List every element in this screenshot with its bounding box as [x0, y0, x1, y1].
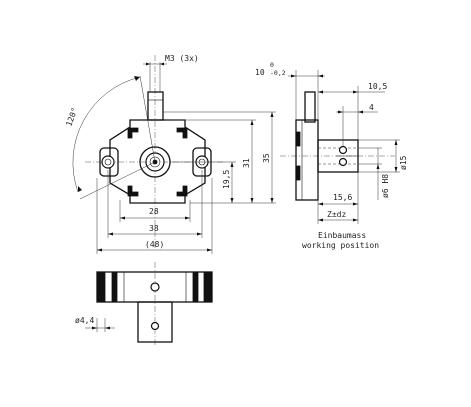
tolerance-lower: -0,2 — [270, 69, 286, 77]
dim-48-label: (48) — [145, 240, 164, 249]
corner-slot-tr — [176, 127, 188, 139]
set-screw-hole — [338, 145, 348, 155]
dim-15-6-label: 15,6 — [333, 193, 352, 202]
dim-38-label: 38 — [149, 224, 159, 233]
left-mount-hole — [101, 155, 115, 169]
dia-6-label: ø6 H8 — [381, 174, 390, 198]
dia-15-label: ø15 — [399, 155, 408, 170]
dim-28-label: 28 — [149, 207, 159, 216]
note-einbaumass: Einbaumass — [318, 231, 366, 240]
bottom-sleeve — [137, 301, 173, 343]
angle-label: 120° — [64, 106, 79, 127]
front-view: M3 (3x) 120° 28 38 (48) 1 — [64, 54, 276, 254]
z-dz-label: Z±dz — [327, 210, 346, 219]
corner-slot-bl — [127, 185, 139, 197]
thread-label: M3 (3x) — [165, 54, 199, 63]
side-shaft — [304, 91, 316, 123]
bottom-view: ø4,4 — [75, 262, 213, 345]
tolerance-nominal: 10 — [255, 68, 265, 77]
side-view: 10 0 -0,2 10,5 4 ø15 ø6 H8 15,6 — [255, 61, 408, 250]
dim-19-5-label: 19,5 — [222, 170, 231, 189]
housing-outline — [109, 119, 206, 204]
shaft-top — [147, 91, 164, 121]
dia-4-4-label: ø4,4 — [75, 316, 94, 325]
corner-slot-br — [176, 185, 188, 197]
dim-35-label: 35 — [262, 153, 271, 163]
left-ear — [99, 147, 119, 177]
dim-31-label: 31 — [242, 158, 251, 168]
corner-slot-tl — [127, 127, 139, 139]
tolerance-upper: 0 — [270, 61, 274, 69]
dim-4-label: 4 — [369, 103, 374, 112]
dim-10-5-label: 10,5 — [368, 82, 387, 91]
note-working-position: working position — [302, 241, 379, 250]
angle-arc — [72, 76, 141, 193]
bottom-hole — [150, 282, 160, 292]
